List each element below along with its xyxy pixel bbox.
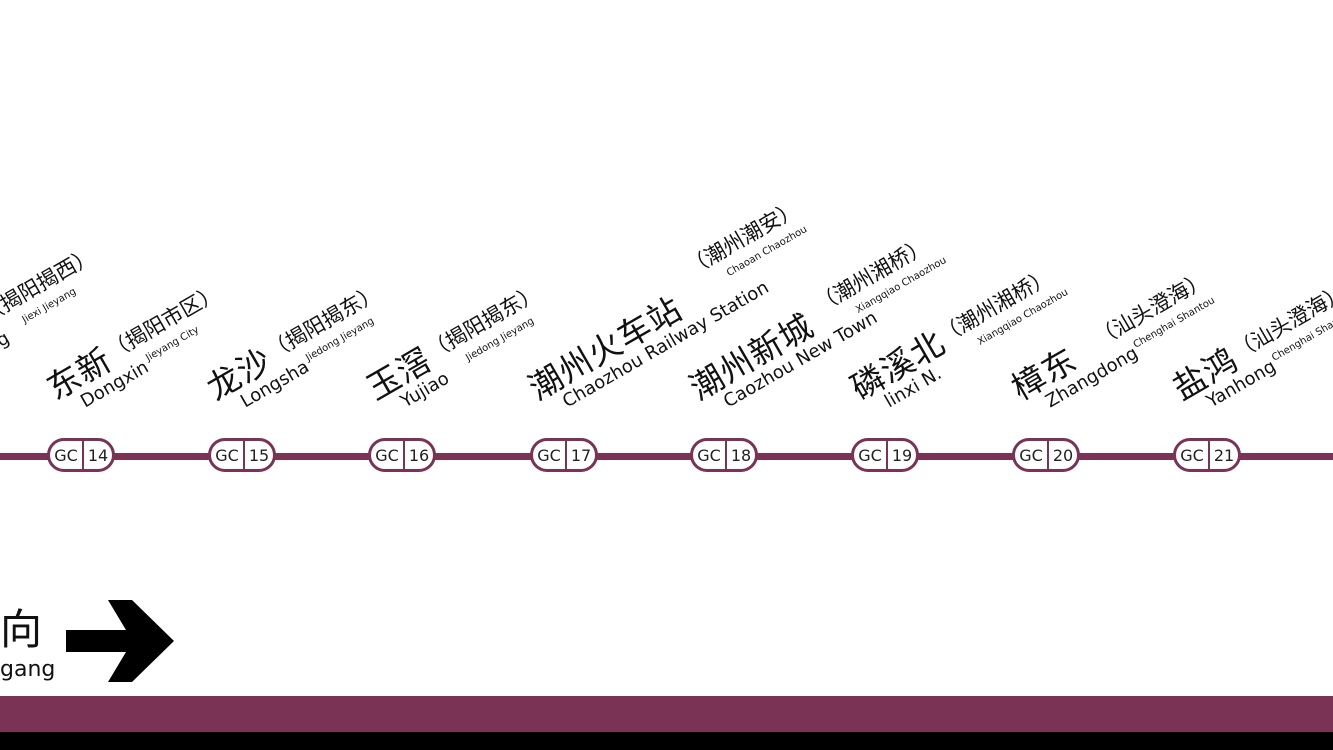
- station-badge[interactable]: GC 17: [530, 438, 598, 472]
- station-number: 21: [1213, 445, 1235, 465]
- station-number: 15: [248, 445, 270, 465]
- station-badge[interactable]: GC 15: [208, 438, 276, 472]
- line-code: GC: [54, 445, 78, 465]
- line-code: GC: [697, 445, 721, 465]
- station-badge[interactable]: GC 19: [851, 438, 919, 472]
- station-number: 14: [87, 445, 109, 465]
- station-badge[interactable]: GC 20: [1012, 438, 1080, 472]
- station-number: 16: [408, 445, 430, 465]
- right-arrow-icon: [66, 600, 174, 682]
- station-badge[interactable]: GC 18: [690, 438, 758, 472]
- station-number: 20: [1052, 445, 1074, 465]
- line-color-bar: [0, 696, 1333, 732]
- district-group: （揭阳揭西）: [0, 243, 99, 328]
- badge-divider: [1047, 441, 1049, 469]
- station-number: 19: [891, 445, 913, 465]
- line-code: GC: [215, 445, 239, 465]
- direction-zh: 向: [0, 605, 43, 654]
- station-number: 17: [570, 445, 592, 465]
- badge-divider: [82, 441, 84, 469]
- station-badge[interactable]: GC 14: [47, 438, 115, 472]
- line-track: [0, 453, 1333, 460]
- line-code: GC: [1019, 445, 1043, 465]
- line-code: GC: [375, 445, 399, 465]
- badge-divider: [1208, 441, 1210, 469]
- station-number: 18: [730, 445, 752, 465]
- badge-divider: [243, 441, 245, 469]
- badge-divider: [725, 441, 727, 469]
- station-name-en: ng: [0, 327, 14, 358]
- line-code: GC: [1180, 445, 1204, 465]
- screen-bottom-edge: [0, 732, 1333, 750]
- badge-divider: [565, 441, 567, 469]
- line-code: GC: [537, 445, 561, 465]
- station-badge[interactable]: GC 21: [1173, 438, 1241, 472]
- badge-divider: [403, 441, 405, 469]
- line-code: GC: [858, 445, 882, 465]
- direction-en: gang: [0, 657, 56, 682]
- badge-divider: [886, 441, 888, 469]
- station-badge[interactable]: GC 16: [368, 438, 436, 472]
